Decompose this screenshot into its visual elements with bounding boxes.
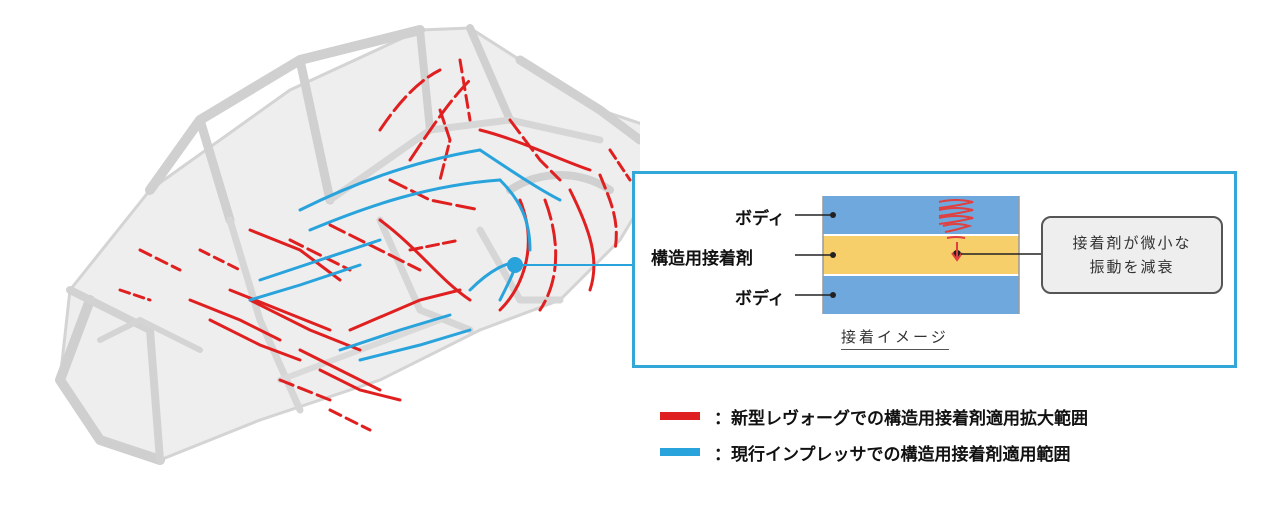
layer-label-body-top: ボディ — [735, 209, 785, 229]
body-layer-top — [823, 196, 1019, 234]
body-layer-bottom — [823, 276, 1019, 314]
legend-item-red: ：新型レヴォーグでの構造用接着剤適用拡大範囲 — [660, 404, 1088, 429]
body-frame — [55, 24, 640, 465]
car-body-frame-illustration — [55, 24, 640, 465]
vibration-arrow — [951, 242, 963, 262]
note-line-1: 接着剤が微小な — [1072, 234, 1192, 252]
adhesive-callout-box: ボディ 構造用接着剤 ボディ 接着剤が微小な 振動を減衰 接着イメージ — [632, 171, 1237, 368]
adhesive-image-caption: 接着イメージ — [841, 326, 949, 350]
vibration-waves — [938, 199, 974, 239]
adhesive-layer — [823, 236, 1019, 274]
note-line-2: 振動を減衰 — [1089, 258, 1175, 276]
blue-adhesive-lines — [248, 148, 562, 362]
adhesive-point-marker — [507, 257, 523, 273]
legend-text-blue: ：現行インプレッサでの構造用接着剤適用範囲 — [714, 444, 1071, 465]
label-leaders — [795, 214, 1041, 296]
legend-text-red: ：新型レヴォーグでの構造用接着剤適用拡大範囲 — [714, 408, 1088, 429]
adhesive-note: 接着剤が微小な 振動を減衰 — [1041, 216, 1223, 294]
layer-label-body-bottom: ボディ — [735, 289, 785, 309]
legend-swatch-red — [660, 412, 700, 420]
red-adhesive-lines — [118, 58, 632, 432]
legend-swatch-blue — [660, 448, 700, 456]
adhesive-layer-diagram — [822, 196, 1020, 314]
layer-label-adhesive: 構造用接着剤 — [651, 249, 753, 269]
legend-item-blue: ：現行インプレッサでの構造用接着剤適用範囲 — [660, 440, 1071, 465]
